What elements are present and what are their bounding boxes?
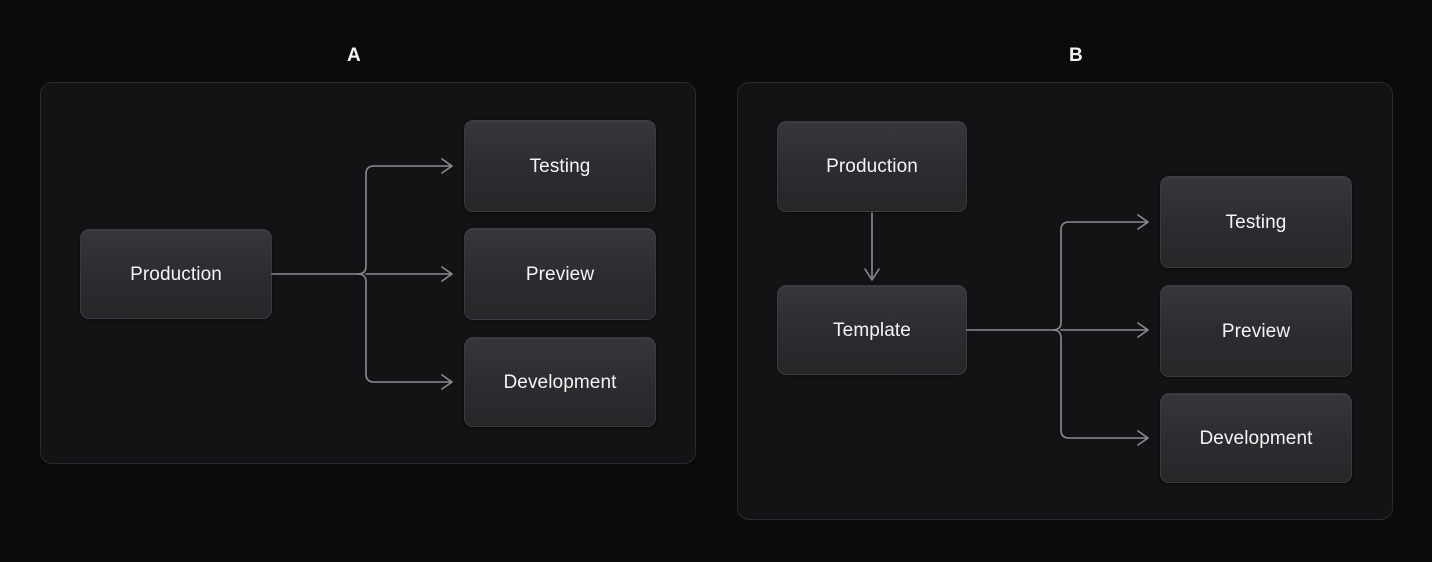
node-b-production[interactable]: Production — [777, 121, 967, 212]
node-b-development[interactable]: Development — [1160, 393, 1352, 483]
panel-b-title: B — [1069, 45, 1083, 66]
node-b-template-label: Template — [833, 319, 911, 341]
node-a-development-label: Development — [503, 371, 617, 393]
node-a-preview[interactable]: Preview — [464, 228, 656, 320]
node-b-testing-label: Testing — [1225, 211, 1287, 233]
node-a-testing[interactable]: Testing — [464, 120, 656, 212]
node-a-testing-label: Testing — [529, 155, 591, 177]
node-a-development[interactable]: Development — [464, 337, 656, 427]
node-b-testing[interactable]: Testing — [1160, 176, 1352, 268]
node-a-preview-label: Preview — [525, 263, 595, 285]
panel-a-title: A — [347, 45, 361, 66]
node-b-production-label: Production — [826, 156, 918, 177]
node-a-production[interactable]: Production — [80, 229, 272, 319]
node-b-preview[interactable]: Preview — [1160, 285, 1352, 377]
node-b-template[interactable]: Template — [777, 285, 967, 375]
node-a-production-label: Production — [130, 263, 222, 285]
node-b-preview-label: Preview — [1221, 320, 1291, 342]
node-b-development-label: Development — [1199, 427, 1313, 449]
